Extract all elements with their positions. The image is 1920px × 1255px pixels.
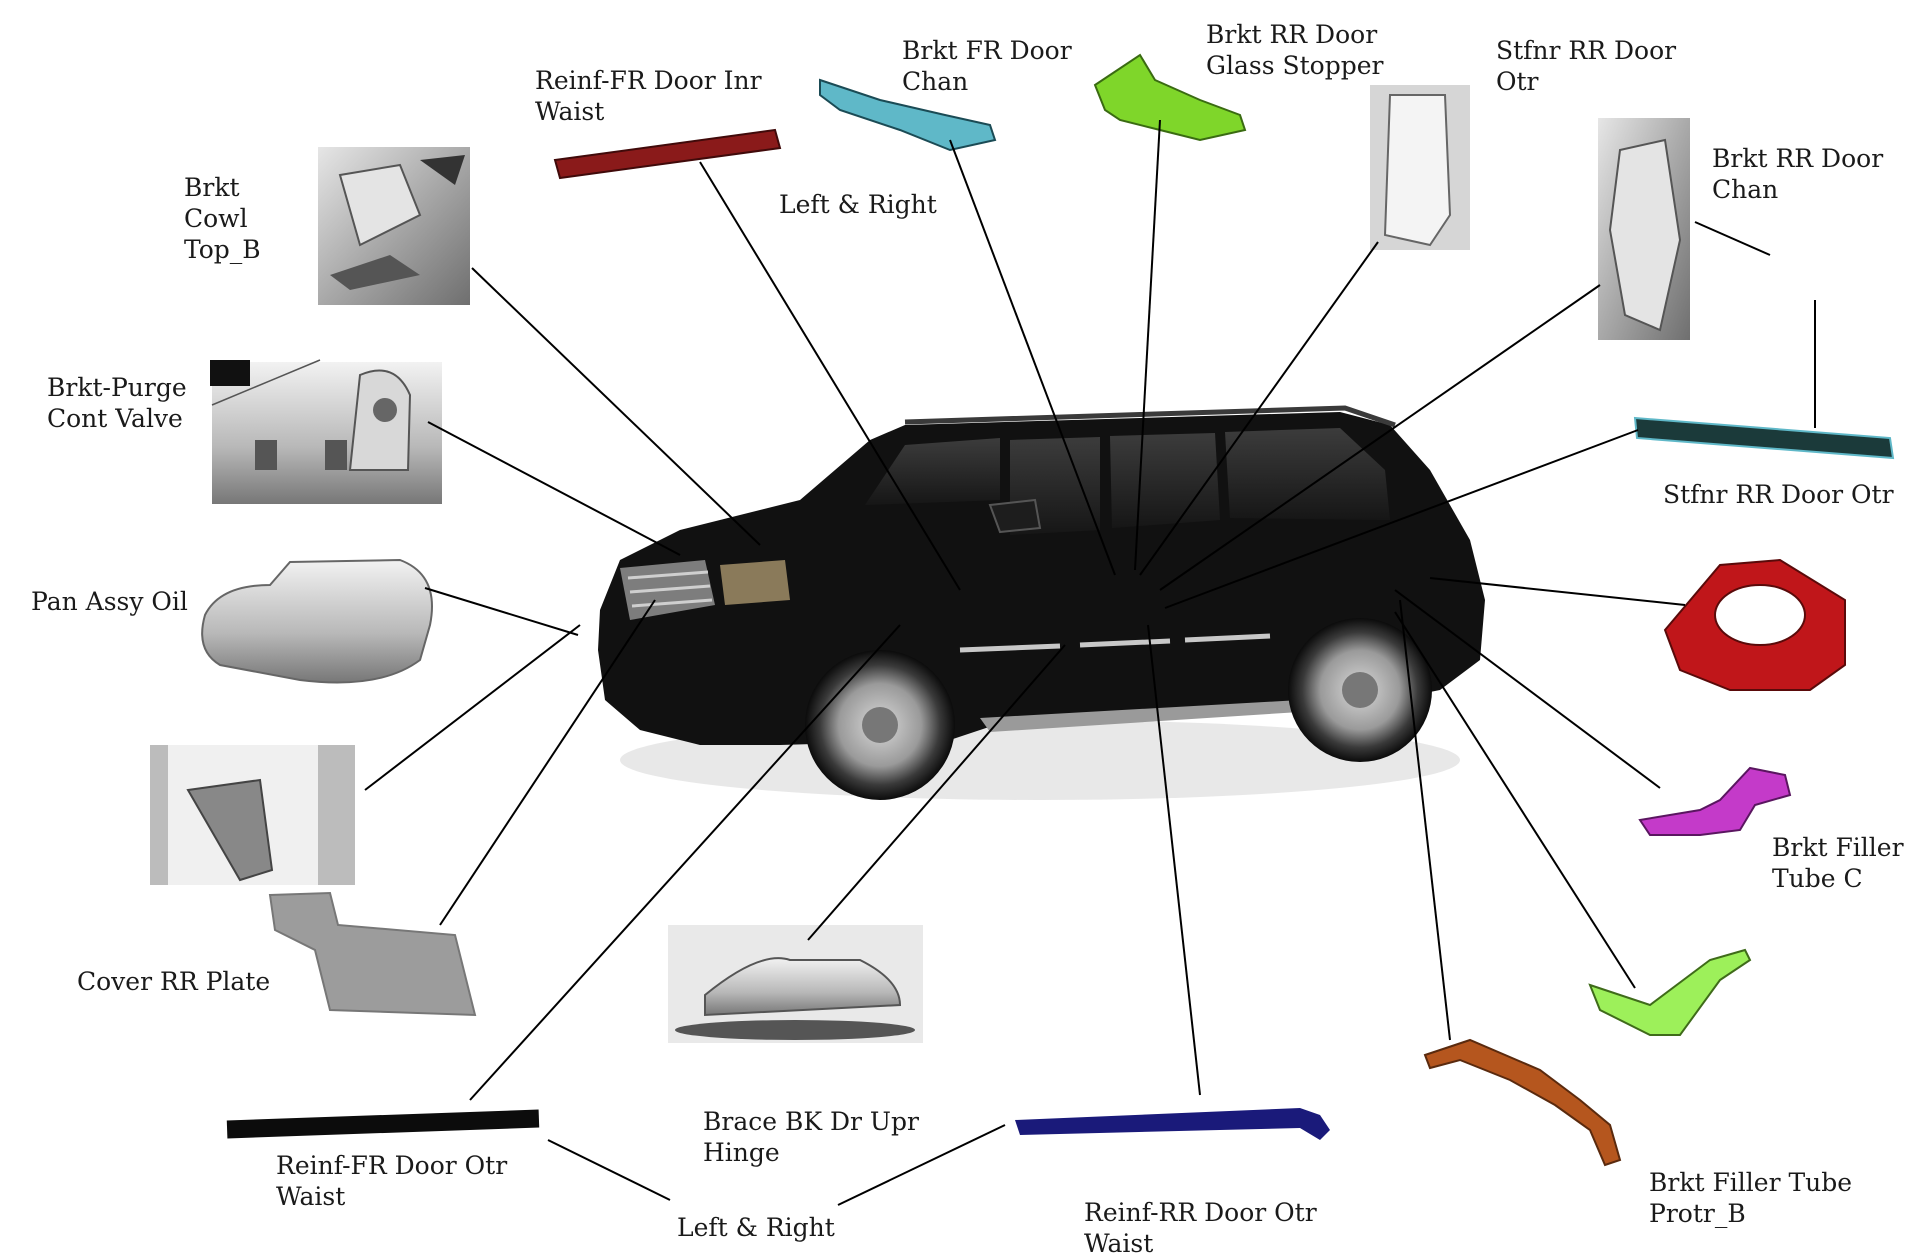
part-reinf-rr-otr — [1015, 1108, 1330, 1140]
leader-filler-tube-protr — [1399, 599, 1451, 1041]
label-brkt-cowl: Brkt Cowl Top_B — [184, 173, 261, 264]
part-fr-door-chan — [819, 78, 997, 152]
label-fr-door-chan: Brkt FR Door Chan — [902, 36, 1072, 96]
side-trim — [959, 633, 1271, 653]
side-mirror — [988, 498, 1042, 534]
part-brace-bk-photo — [668, 925, 923, 1043]
label-stfnr-rr-lower: Stfnr RR Door Otr — [1663, 480, 1894, 509]
part-rr-door-chan-photo — [1598, 118, 1690, 340]
leader-reinf-fr-inr — [699, 161, 961, 591]
label-oil-pan: Pan Assy Oil — [31, 587, 188, 616]
part-purge-valve-photo — [210, 359, 442, 504]
part-filler-tube-protr — [1423, 1038, 1622, 1167]
running-board — [980, 700, 1300, 732]
cargo-window — [1225, 428, 1390, 520]
leader-lines — [364, 119, 1816, 1206]
leader-cover-rr-plate-a — [364, 624, 581, 791]
leader-oil-pan — [424, 587, 579, 636]
label-reinf-fr-inr: Reinf-FR Door Inr Waist — [535, 66, 762, 126]
label-brace-bk: Brace BK Dr Upr Hinge — [703, 1107, 919, 1167]
part-cover-rr-plate — [150, 745, 477, 1017]
part-reinf-fr-inr — [553, 128, 782, 180]
part-filler-tube-lime — [1588, 948, 1752, 1036]
leader-cover-rr-plate-b — [439, 599, 656, 926]
leader-stfnr-top — [1139, 241, 1379, 576]
part-stfnr-rr-lower — [1633, 416, 1895, 460]
part-oil-pan — [201, 558, 433, 684]
label-cover-rr-plate: Cover RR Plate — [77, 967, 271, 996]
leader-stfnr-lower — [1164, 429, 1639, 609]
label-stfnr-rr-top: Stfnr RR Door Otr — [1496, 36, 1677, 96]
leader-brace-bk — [807, 644, 1066, 941]
part-glass-stopper — [1093, 53, 1247, 142]
leader-brkt-cowl — [471, 267, 761, 546]
leader-red-pan — [1429, 577, 1686, 606]
label-glass-stopper: Brkt RR Door Glass Stopper — [1206, 20, 1384, 80]
part-magenta-bracket — [1638, 766, 1792, 836]
leader-left-right-b — [837, 1124, 1006, 1206]
leader-reinf-rr-otr — [1147, 624, 1201, 1096]
part-brkt-cowl-photo — [318, 147, 470, 305]
part-stfnr-rr-top-photo — [1370, 85, 1470, 250]
headlight — [720, 560, 790, 605]
suv-vehicle — [598, 405, 1485, 800]
leader-reinf-fr-otr — [469, 624, 901, 1101]
label-reinf-fr-otr: Reinf-FR Door Otr Waist — [276, 1151, 508, 1211]
leader-filler-tube-lime — [1394, 611, 1636, 989]
leader-fr-door-chan — [949, 139, 1116, 576]
leader-rr-chan — [1159, 284, 1601, 591]
label-rr-door-chan: Brkt RR Door Chan — [1712, 144, 1884, 204]
rear-window — [1110, 433, 1220, 528]
label-left-right-top: Left & Right — [779, 190, 937, 219]
label-left-right-bottom: Left & Right — [677, 1213, 835, 1242]
leader-rr-chan-callout — [1694, 221, 1771, 256]
leader-left-right-a — [547, 1139, 671, 1201]
leader-purge-valve — [427, 421, 681, 556]
part-reinf-fr-otr — [226, 1109, 540, 1139]
label-filler-tube-c: Brkt Filler Tube C — [1772, 833, 1904, 893]
label-purge-valve: Brkt-Purge Cont Valve — [47, 373, 187, 433]
leader-magenta — [1394, 589, 1661, 789]
label-filler-tube-protr: Brkt Filler Tube Protr_B — [1649, 1168, 1853, 1228]
label-reinf-rr-otr: Reinf-RR Door Otr Waist — [1084, 1198, 1317, 1255]
leader-glass-stopper — [1134, 119, 1161, 571]
